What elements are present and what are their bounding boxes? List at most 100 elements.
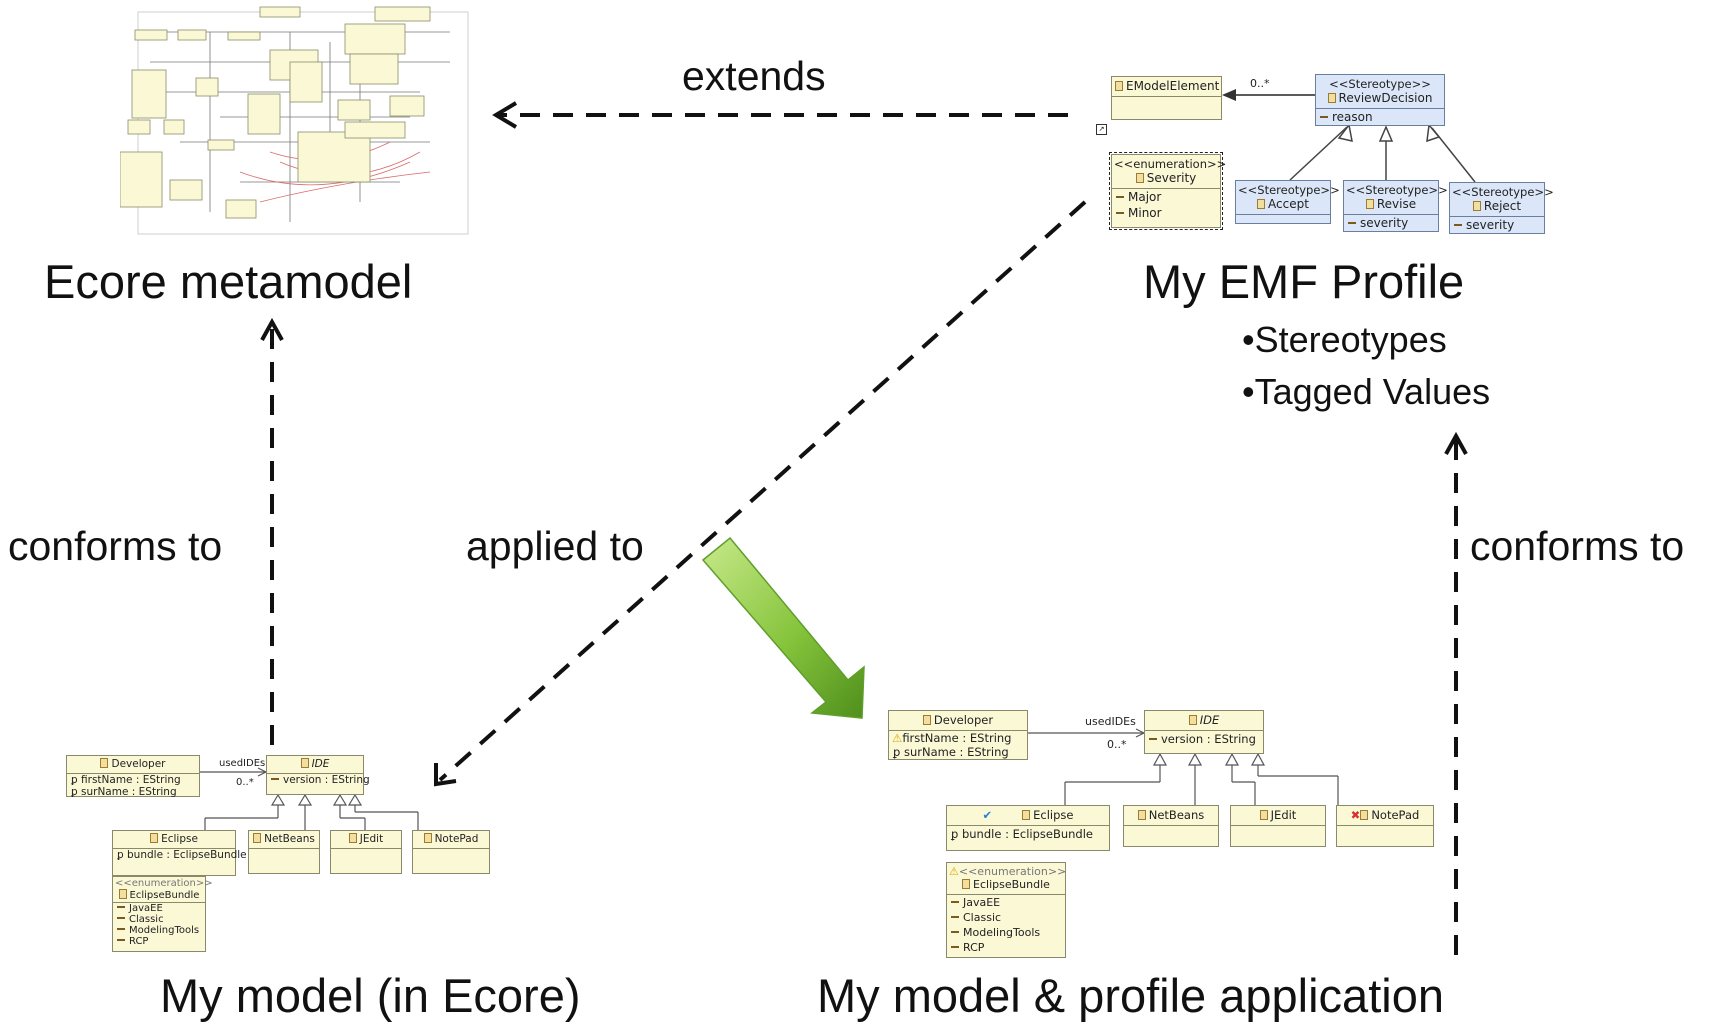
right-association-multiplicity: 0..* [1107, 738, 1127, 751]
right-model-connectors [1028, 732, 1339, 805]
eclipse-name: Eclipse [161, 833, 198, 845]
stereotype-icon [1365, 199, 1374, 209]
stereotype-icon [1327, 93, 1336, 103]
stereotype-icon [1257, 199, 1266, 209]
class-icon [922, 715, 931, 725]
my-model-profile-application-title: My model & profile application [817, 969, 1444, 1022]
my-emf-profile-title: My EMF Profile [1143, 255, 1465, 308]
my-model-ecore-title: My model (in Ecore) [160, 969, 581, 1022]
right-notepad-class[interactable]: ✖ NotePad [1336, 805, 1434, 847]
bundle-literal: RCP [129, 936, 149, 947]
emodelelement-name: EModelElement [1126, 79, 1220, 93]
literal-icon [1116, 196, 1124, 198]
right-developer-class[interactable]: Developer ⚠firstName : EString ꝑ surName… [888, 710, 1028, 760]
class-icon [1360, 810, 1369, 820]
conforms-to-left-arrow [260, 317, 284, 745]
reject-name: Reject [1483, 199, 1522, 213]
emodelelement-handle-icon[interactable]: ↗ [1096, 124, 1107, 135]
severity-selection-box [1109, 152, 1223, 230]
accept-stereotype[interactable]: <<Stereotype>> Accept [1235, 180, 1340, 224]
eclipse-attr: bundle : EclipseBundle [127, 849, 247, 861]
generalization-reject [1426, 123, 1441, 143]
literal-icon [117, 939, 125, 941]
right-jedit-class[interactable]: JEdit [1230, 805, 1326, 847]
developer-attr: firstName : EString [902, 731, 1012, 745]
left-notepad-class[interactable]: NotePad [412, 830, 490, 874]
attribute-icon [1149, 738, 1157, 740]
ide-name: IDE [1199, 713, 1220, 727]
literal-icon [117, 928, 125, 930]
notepad-name: NotePad [1371, 808, 1420, 822]
class-icon [150, 833, 159, 843]
revise-stereotype[interactable]: <<Stereotype>> Revise severity [1343, 180, 1448, 232]
attribute-icon [1454, 224, 1462, 226]
bundle-literal: Classic [129, 914, 164, 925]
reject-stereotype[interactable]: <<Stereotype>> Reject severity [1449, 182, 1554, 234]
class-icon [1115, 81, 1123, 91]
bundle-literal: ModelingTools [963, 926, 1041, 939]
left-eclipsebundle-enum[interactable]: <<enumeration>> EclipseBundle JavaEE Cla… [112, 876, 213, 952]
bundle-literal: JavaEE [963, 896, 1001, 909]
severity-name: Severity [1146, 171, 1197, 185]
review-decision-name: ReviewDecision [1338, 91, 1433, 105]
left-model-connectors [200, 771, 419, 830]
attribute-icon: ꝑ [71, 774, 82, 786]
emodelelement-class[interactable]: EModelElement [1111, 76, 1222, 120]
left-jedit-class[interactable]: JEdit [330, 830, 402, 874]
class-icon [300, 758, 309, 768]
applied-to-label: applied to [466, 523, 644, 569]
tagged-values-bullet: •Tagged Values [1242, 371, 1491, 412]
attribute-icon [1348, 222, 1356, 224]
conforms-to-right-label: conforms to [1470, 523, 1685, 569]
review-decision-stereotype[interactable]: <<Stereotype>> ReviewDecision reason [1315, 74, 1445, 126]
warning-icon[interactable]: ⚠ [892, 731, 903, 745]
revise-attr: severity [1360, 216, 1409, 230]
bundle-literal: RCP [963, 941, 985, 954]
literal-icon [117, 906, 125, 908]
stereotype-tag: <<Stereotype>> [1238, 183, 1340, 197]
bundle-name: EclipseBundle [129, 890, 200, 901]
class-icon [1022, 810, 1031, 820]
jedit-name: JEdit [359, 833, 384, 845]
enumeration-icon [1135, 173, 1144, 183]
developer-attr: surName : EString [903, 745, 1009, 759]
severity-literal: Minor [1128, 206, 1162, 220]
right-eclipse-class[interactable]: ✔Eclipse ꝑ bundle : EclipseBundle [946, 805, 1110, 851]
left-ide-class[interactable]: IDE version : EString [266, 755, 370, 795]
enumeration-icon [962, 879, 971, 889]
right-netbeans-class[interactable]: NetBeans [1123, 805, 1219, 847]
conforms-to-left-label: conforms to [8, 523, 223, 569]
literal-icon [951, 946, 959, 948]
attribute-icon: ꝑ [71, 786, 82, 798]
enumeration-tag: <<enumeration>> [115, 878, 213, 889]
review-decision-attr: reason [1332, 110, 1373, 124]
right-eclipsebundle-enum[interactable]: ⚠<<enumeration>> EclipseBundle JavaEE Cl… [946, 862, 1066, 958]
stereotypes-bullet: •Stereotypes [1242, 319, 1447, 360]
enumeration-tag: <<enumeration>> [958, 865, 1067, 878]
left-netbeans-class[interactable]: NetBeans [248, 830, 320, 874]
left-eclipse-class[interactable]: Eclipse ꝑ bundle : EclipseBundle [112, 830, 247, 876]
right-ide-class[interactable]: IDE version : EString [1144, 710, 1264, 754]
class-icon [1137, 810, 1146, 820]
left-developer-class[interactable]: Developer ꝑ firstName : EString ꝑ surNam… [66, 755, 200, 798]
extends-label: extends [682, 53, 826, 99]
bundle-name: EclipseBundle [973, 878, 1050, 891]
eclipse-attr: bundle : EclipseBundle [961, 827, 1093, 841]
generalization-revise [1378, 125, 1394, 142]
attribute-icon [271, 778, 279, 780]
stereotype-tag: <<Stereotype>> [1452, 185, 1554, 199]
warning-icon[interactable]: ⚠ [949, 865, 959, 878]
literal-icon [1116, 212, 1124, 214]
severity-enumeration[interactable]: <<enumeration>> Severity Major Minor [1111, 154, 1226, 228]
applied-to-arrow [434, 200, 1087, 787]
stereotype-tag: <<Stereotype>> [1329, 77, 1431, 91]
reject-attr: severity [1466, 218, 1515, 232]
check-icon[interactable]: ✔ [982, 808, 993, 822]
attribute-icon: ꝑ [117, 849, 128, 861]
class-icon [100, 758, 109, 768]
extends-arrow [492, 101, 1068, 129]
accept-name: Accept [1268, 197, 1309, 211]
literal-icon [117, 917, 125, 919]
error-icon[interactable]: ✖ [1350, 808, 1361, 822]
